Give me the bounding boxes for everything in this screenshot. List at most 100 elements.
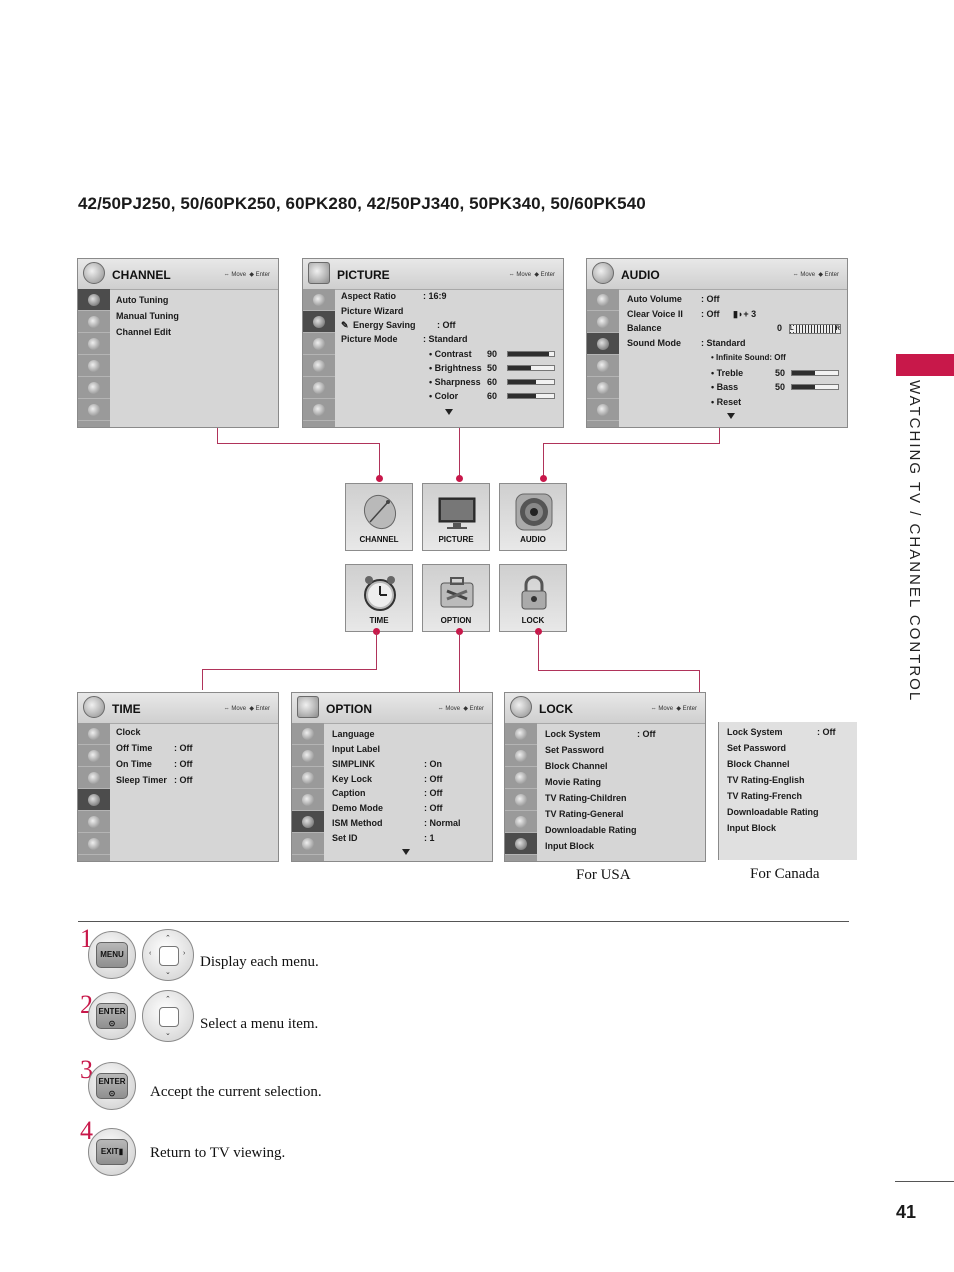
menu-item-tv-rating-children[interactable]: TV Rating-Children [545,793,627,803]
reset-item[interactable]: • Reset [711,397,742,407]
rail-channel-icon[interactable] [303,289,335,311]
rail-time-icon[interactable] [78,789,110,811]
audio-tile[interactable]: AUDIO [499,483,567,551]
menu-item-key-lock[interactable]: Key Lock [332,774,373,784]
menu-button[interactable]: MENU [88,931,136,979]
menu-item-downloadable-rating[interactable]: Downloadable Rating [727,807,819,817]
picture-tile[interactable]: PICTURE [422,483,490,551]
menu-item-set-password[interactable]: Set Password [545,745,605,755]
rail-time-icon[interactable] [505,789,537,811]
rail-picture-icon[interactable] [292,745,324,767]
enter-button[interactable]: ENTER⊙ [88,992,136,1040]
menu-item-caption[interactable]: Caption [332,788,366,798]
menu-item-movie-rating[interactable]: Movie Rating [545,777,602,787]
arrow-down-icon[interactable]: ⌄ [165,969,171,976]
arrow-up-icon[interactable]: ⌃ [165,935,171,942]
menu-item-input-block[interactable]: Input Block [727,823,776,833]
rail-channel-icon[interactable] [78,289,110,311]
lock-tile[interactable]: LOCK [499,564,567,632]
time-tile[interactable]: TIME [345,564,413,632]
menu-item-block-channel[interactable]: Block Channel [545,761,608,771]
rail-picture-icon[interactable] [587,311,619,333]
menu-item-clear-voice[interactable]: Clear Voice II [627,309,683,319]
menu-item-language[interactable]: Language [332,729,375,739]
bass-slider[interactable] [791,384,839,390]
menu-item-ism-method[interactable]: ISM Method [332,818,383,828]
rail-lock-icon[interactable] [303,399,335,421]
rail-option-icon[interactable] [78,377,110,399]
rail-picture-icon[interactable] [78,745,110,767]
menu-item-set-password[interactable]: Set Password [727,743,787,753]
up-down-pad[interactable]: ⌃ ⌄ [142,990,194,1042]
menu-item-downloadable-rating[interactable]: Downloadable Rating [545,825,637,835]
ok-center-button[interactable] [159,1007,179,1027]
rail-audio-icon[interactable] [587,333,619,355]
rail-option-icon[interactable] [78,811,110,833]
menu-item-simplink[interactable]: SIMPLINK [332,759,376,769]
contrast-slider[interactable] [507,351,555,357]
treble-slider[interactable] [791,370,839,376]
scroll-down-arrow-icon[interactable] [402,849,410,855]
menu-item-tv-rating-english[interactable]: TV Rating-English [727,775,805,785]
brightness-slider[interactable] [507,365,555,371]
rail-picture-icon[interactable] [303,311,335,333]
rail-lock-icon[interactable] [292,833,324,855]
menu-item-picture-mode[interactable]: Picture Mode [341,334,398,344]
menu-item-aspect-ratio[interactable]: Aspect Ratio [341,291,397,301]
menu-item-energy-saving[interactable]: ✎Energy Saving [341,320,416,330]
rail-option-icon[interactable] [292,811,324,833]
menu-item-on-time[interactable]: On Time [116,759,152,769]
rail-option-icon[interactable] [303,377,335,399]
menu-item-tv-rating-general[interactable]: TV Rating-General [545,809,624,819]
menu-item-input-label[interactable]: Input Label [332,744,380,754]
rail-audio-icon[interactable] [303,333,335,355]
arrow-left-icon[interactable]: ‹ [149,950,152,957]
rail-channel-icon[interactable] [292,723,324,745]
rail-time-icon[interactable] [587,355,619,377]
color-slider[interactable] [507,393,555,399]
arrow-right-icon[interactable]: › [183,950,186,957]
menu-item-picture-wizard[interactable]: Picture Wizard [341,306,404,316]
menu-item-input-block[interactable]: Input Block [545,841,594,851]
infinite-sound-item[interactable]: • Infinite Sound: Off [711,353,786,362]
menu-item-demo-mode[interactable]: Demo Mode [332,803,384,813]
sharpness-slider[interactable] [507,379,555,385]
rail-time-icon[interactable] [303,355,335,377]
menu-item-sleep-timer[interactable]: Sleep Timer [116,775,167,785]
menu-item-auto-volume[interactable]: Auto Volume [627,294,682,304]
rail-lock-icon[interactable] [78,399,110,421]
rail-lock-icon[interactable] [587,399,619,421]
menu-item-clock[interactable]: Clock [116,727,141,737]
navigation-pad[interactable]: ⌃ ⌄ ‹ › [142,929,194,981]
scroll-down-arrow-icon[interactable] [445,409,453,415]
rail-channel-icon[interactable] [505,723,537,745]
rail-picture-icon[interactable] [78,311,110,333]
arrow-down-icon[interactable]: ⌄ [165,1030,171,1037]
menu-item-lock-system[interactable]: Lock System [545,729,601,739]
rail-channel-icon[interactable] [78,723,110,745]
enter-button[interactable]: ENTER⊙ [88,1062,136,1110]
rail-audio-icon[interactable] [505,767,537,789]
menu-item-off-time[interactable]: Off Time [116,743,153,753]
menu-item-block-channel[interactable]: Block Channel [727,759,790,769]
channel-tile[interactable]: CHANNEL [345,483,413,551]
menu-item-manual-tuning[interactable]: Manual Tuning [116,311,179,321]
menu-item-lock-system[interactable]: Lock System [727,727,783,737]
rail-option-icon[interactable] [505,811,537,833]
arrow-up-icon[interactable]: ⌃ [165,996,171,1003]
rail-lock-icon[interactable] [505,833,537,855]
rail-lock-icon[interactable] [78,833,110,855]
ok-center-button[interactable] [159,946,179,966]
rail-option-icon[interactable] [587,377,619,399]
rail-audio-icon[interactable] [78,333,110,355]
rail-time-icon[interactable] [78,355,110,377]
menu-item-channel-edit[interactable]: Channel Edit [116,327,172,337]
rail-picture-icon[interactable] [505,745,537,767]
menu-item-sound-mode[interactable]: Sound Mode [627,338,681,348]
rail-time-icon[interactable] [292,789,324,811]
scroll-down-arrow-icon[interactable] [727,413,735,419]
option-tile[interactable]: OPTION [422,564,490,632]
menu-item-auto-tuning[interactable]: Auto Tuning [116,295,169,305]
exit-button[interactable]: EXIT▮ [88,1128,136,1176]
